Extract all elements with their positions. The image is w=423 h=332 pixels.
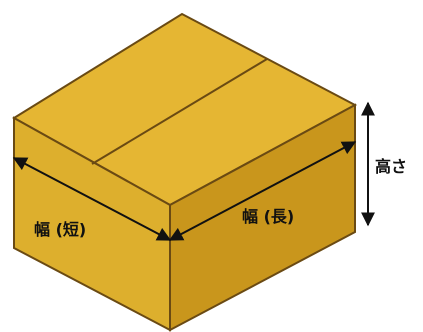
width-long-arrow [168,141,357,241]
width-long-label: 幅 (長) [242,207,294,226]
width-short-label: 幅 (短) [34,220,86,239]
box-tape-seam [91,58,268,165]
height-label: 高さ [375,157,407,176]
width-short-arrow [12,157,172,241]
